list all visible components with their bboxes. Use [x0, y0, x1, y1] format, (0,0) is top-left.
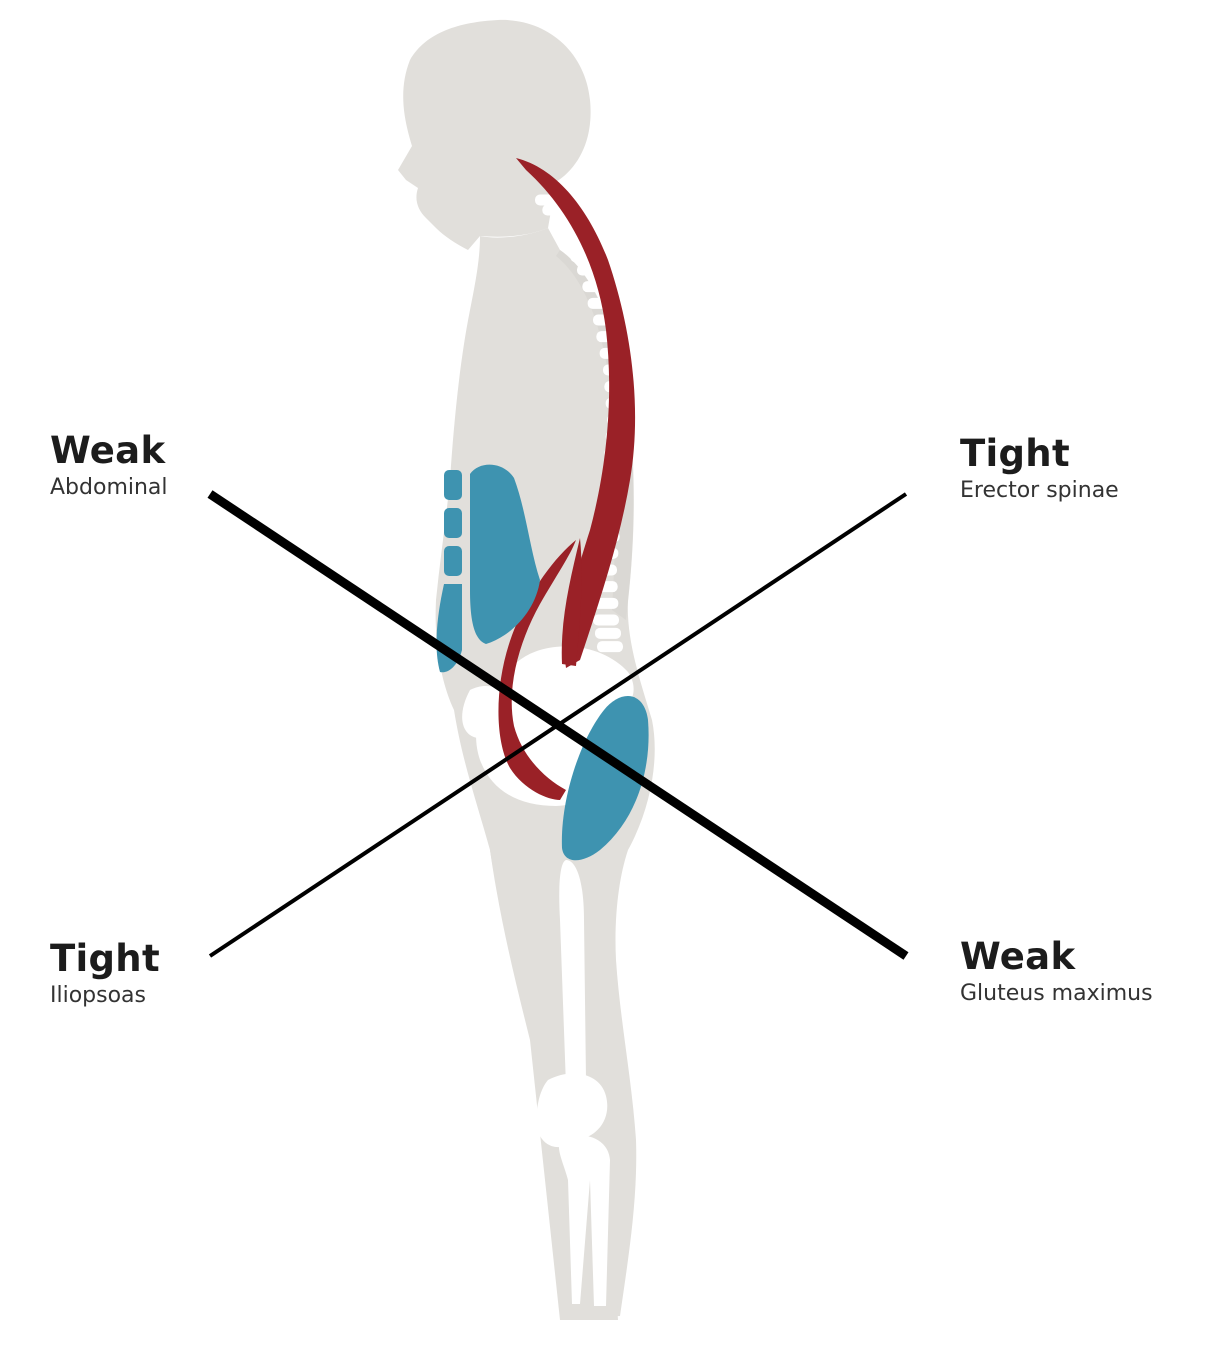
- hip-joint: [462, 686, 511, 739]
- label-state: Tight: [50, 937, 160, 980]
- psoas-upper-muscle: [561, 538, 582, 666]
- femur-bone: [559, 860, 586, 1091]
- abdominal-segment-3: [444, 546, 462, 576]
- label-muscle: Erector spinae: [960, 478, 1119, 503]
- vertebra: [595, 627, 621, 639]
- label-muscle: Abdominal: [50, 475, 168, 500]
- label-muscle: Gluteus maximus: [960, 981, 1153, 1006]
- oblique-muscle: [470, 464, 540, 644]
- label-weak-abdominal: Weak Abdominal: [50, 430, 168, 502]
- label-weak-gluteus-maximus: Weak Gluteus maximus: [960, 936, 1153, 1008]
- vertebra: [597, 641, 623, 653]
- vertebra: [593, 614, 619, 626]
- abdominal-segment-2: [444, 508, 462, 538]
- label-state: Weak: [960, 935, 1076, 978]
- label-tight-iliopsoas: Tight Iliopsoas: [50, 938, 160, 1010]
- head: [398, 19, 591, 251]
- tight-cross-line: [208, 492, 908, 958]
- gluteus-maximus-muscle: [561, 696, 649, 861]
- label-state: Weak: [50, 429, 166, 472]
- label-state: Tight: [960, 432, 1070, 475]
- abdominal-segment-1: [444, 470, 462, 500]
- tibia-bone: [558, 1135, 610, 1306]
- label-muscle: Iliopsoas: [50, 983, 147, 1008]
- label-tight-erector-spinae: Tight Erector spinae: [960, 433, 1119, 505]
- knee-bones: [536, 1073, 608, 1148]
- erector-spinae-muscle: [516, 158, 636, 668]
